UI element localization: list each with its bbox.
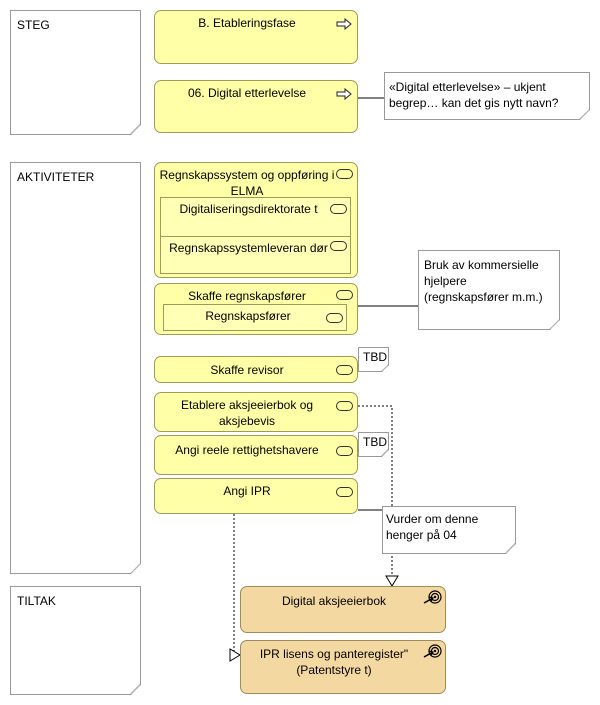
note-text: TBD (363, 435, 387, 449)
lane-label-steg: STEG (17, 18, 50, 32)
role-label: Regnskapssystemleveran dør (169, 241, 328, 255)
folded-corner (130, 563, 140, 573)
lane-label-tiltak: TILTAK (17, 594, 56, 608)
activity-label: Angi reele rettighetshavere (175, 443, 319, 457)
service-icon (336, 290, 353, 300)
note-tbd-reelle: TBD (358, 432, 389, 457)
flow-ipr-to-ipr-lisens (230, 514, 235, 656)
step-label: B. Etableringsfase (198, 16, 296, 30)
activity-label: Skaffe revisor (210, 363, 284, 377)
activity-label: Skaffe regnskapsfører (188, 289, 306, 303)
lane-aktiviteter: AKTIVITETER (10, 162, 141, 574)
service-icon (336, 487, 353, 497)
role-label: Digitaliseringsdirektorate t (179, 202, 318, 216)
measure-label: IPR lisens og panteregister" (Patentstyr… (259, 647, 409, 677)
folded-corner (549, 319, 559, 329)
activity-angi-ipr[interactable]: Angi IPR (154, 478, 358, 514)
measure-ipr-lisens[interactable]: IPR lisens og panteregister" (Patentstyr… (240, 640, 446, 694)
goal-target-icon (423, 590, 442, 604)
lane-tiltak: TILTAK (10, 586, 141, 695)
folded-corner (130, 124, 140, 134)
activity-label: Etablere aksjeeierbok og aksjebevis (180, 398, 314, 428)
role-label: Regnskapsfører (205, 309, 291, 323)
lane-steg: STEG (10, 10, 141, 135)
note-vurder: Vurder om denne henger på 04 (382, 506, 516, 554)
measure-digital-aksjeeierbok[interactable]: Digital aksjeeierbok (240, 586, 446, 633)
activity-etablere-aksjeeierbok[interactable]: Etablere aksjeeierbok og aksjebevis (154, 392, 358, 432)
flow-arrowhead-digital-aksjeeierbok (385, 575, 399, 587)
note-text: Vurder om denne henger på 04 (386, 512, 482, 542)
role-regnskapssystemleverandor[interactable]: Regnskapssystemleveran dør (160, 236, 351, 274)
note-digital-etterlevelse: «Digital etterlevelse» – ukjent begrep… … (384, 72, 590, 120)
activity-label: Regnskapssystem og oppføring i ELMA (159, 168, 335, 198)
role-regnskapsforer[interactable]: Regnskapsfører (163, 304, 347, 331)
service-icon (330, 241, 347, 251)
goal-target-icon (423, 644, 442, 658)
note-text: TBD (363, 350, 387, 364)
folded-corner (579, 109, 589, 119)
service-icon (326, 313, 343, 323)
activity-skaffe-revisor[interactable]: Skaffe revisor (154, 356, 358, 383)
folded-corner (381, 449, 388, 456)
step-digital-etterlevelse[interactable]: 06. Digital etterlevelse (154, 80, 358, 133)
process-arrow-icon (336, 18, 352, 30)
folded-corner (130, 684, 140, 694)
service-icon (336, 365, 353, 375)
service-icon (336, 401, 353, 411)
step-label: 06. Digital etterlevelse (187, 86, 307, 100)
activity-angi-reele[interactable]: Angi reele rettighetshavere (154, 435, 358, 475)
measure-label: Digital aksjeeierbok (281, 594, 387, 608)
note-kommersielle-hjelpere: Bruk av kommersielle hjelpere (regnskaps… (418, 250, 560, 330)
service-icon (330, 204, 347, 214)
note-text: «Digital etterlevelse» – ukjent begrep… … (389, 80, 559, 110)
flow-arrowhead-ipr-lisens (229, 648, 241, 662)
activity-label: Angi IPR (223, 484, 271, 498)
note-tbd-revisor: TBD (358, 347, 389, 372)
folded-corner (381, 364, 388, 371)
service-icon (336, 446, 353, 456)
process-arrow-icon (336, 88, 352, 100)
service-icon (336, 169, 353, 179)
role-digitaliseringsdirektoratet[interactable]: Digitaliseringsdirektorate t (160, 197, 351, 237)
note-text: Bruk av kommersielle hjelpere (regnskaps… (424, 258, 543, 304)
lane-label-aktiviteter: AKTIVITETER (17, 170, 95, 184)
step-etableringsfase[interactable]: B. Etableringsfase (154, 10, 358, 64)
folded-corner (505, 543, 515, 553)
